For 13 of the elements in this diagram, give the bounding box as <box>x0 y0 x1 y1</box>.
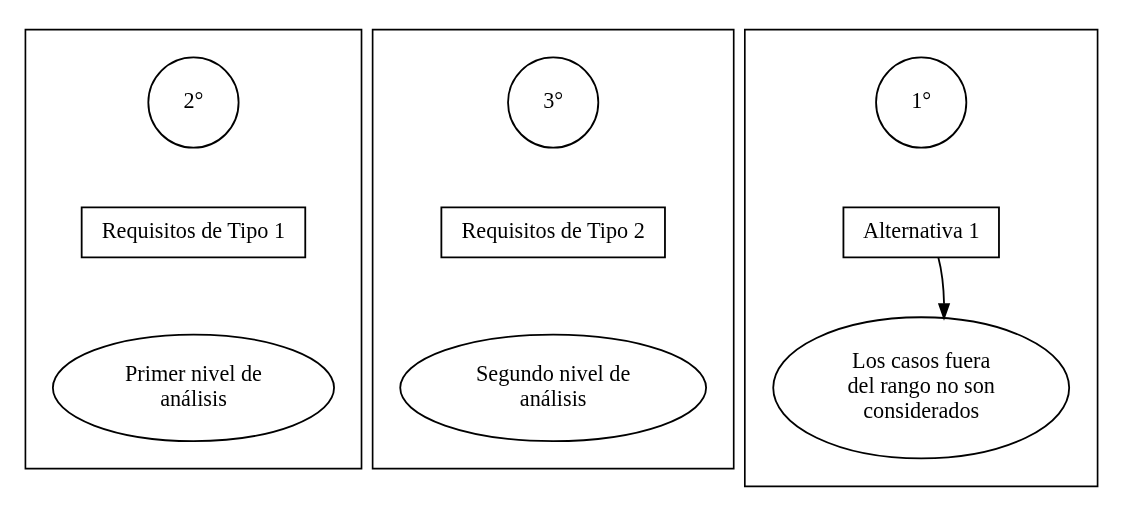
node-ellipse: Primer nivel de análisis <box>51 333 335 442</box>
cluster <box>371 28 735 469</box>
node-ellipse: Los casos fuera del rango no son considerados <box>772 315 1071 459</box>
arrow <box>937 256 951 321</box>
node-ellipse: Segundo nivel de análisis <box>399 333 707 442</box>
node-box: Alternativa 1 <box>842 206 1000 258</box>
node-box: Requisitos de Tipo 1 <box>80 206 307 258</box>
node-box: Requisitos de Tipo 2 <box>440 206 666 258</box>
node-circle: 2° <box>147 56 240 149</box>
cluster <box>744 28 1099 487</box>
node-circle: 1° <box>875 56 968 149</box>
node-circle: 3° <box>507 56 600 149</box>
cluster <box>24 28 363 469</box>
